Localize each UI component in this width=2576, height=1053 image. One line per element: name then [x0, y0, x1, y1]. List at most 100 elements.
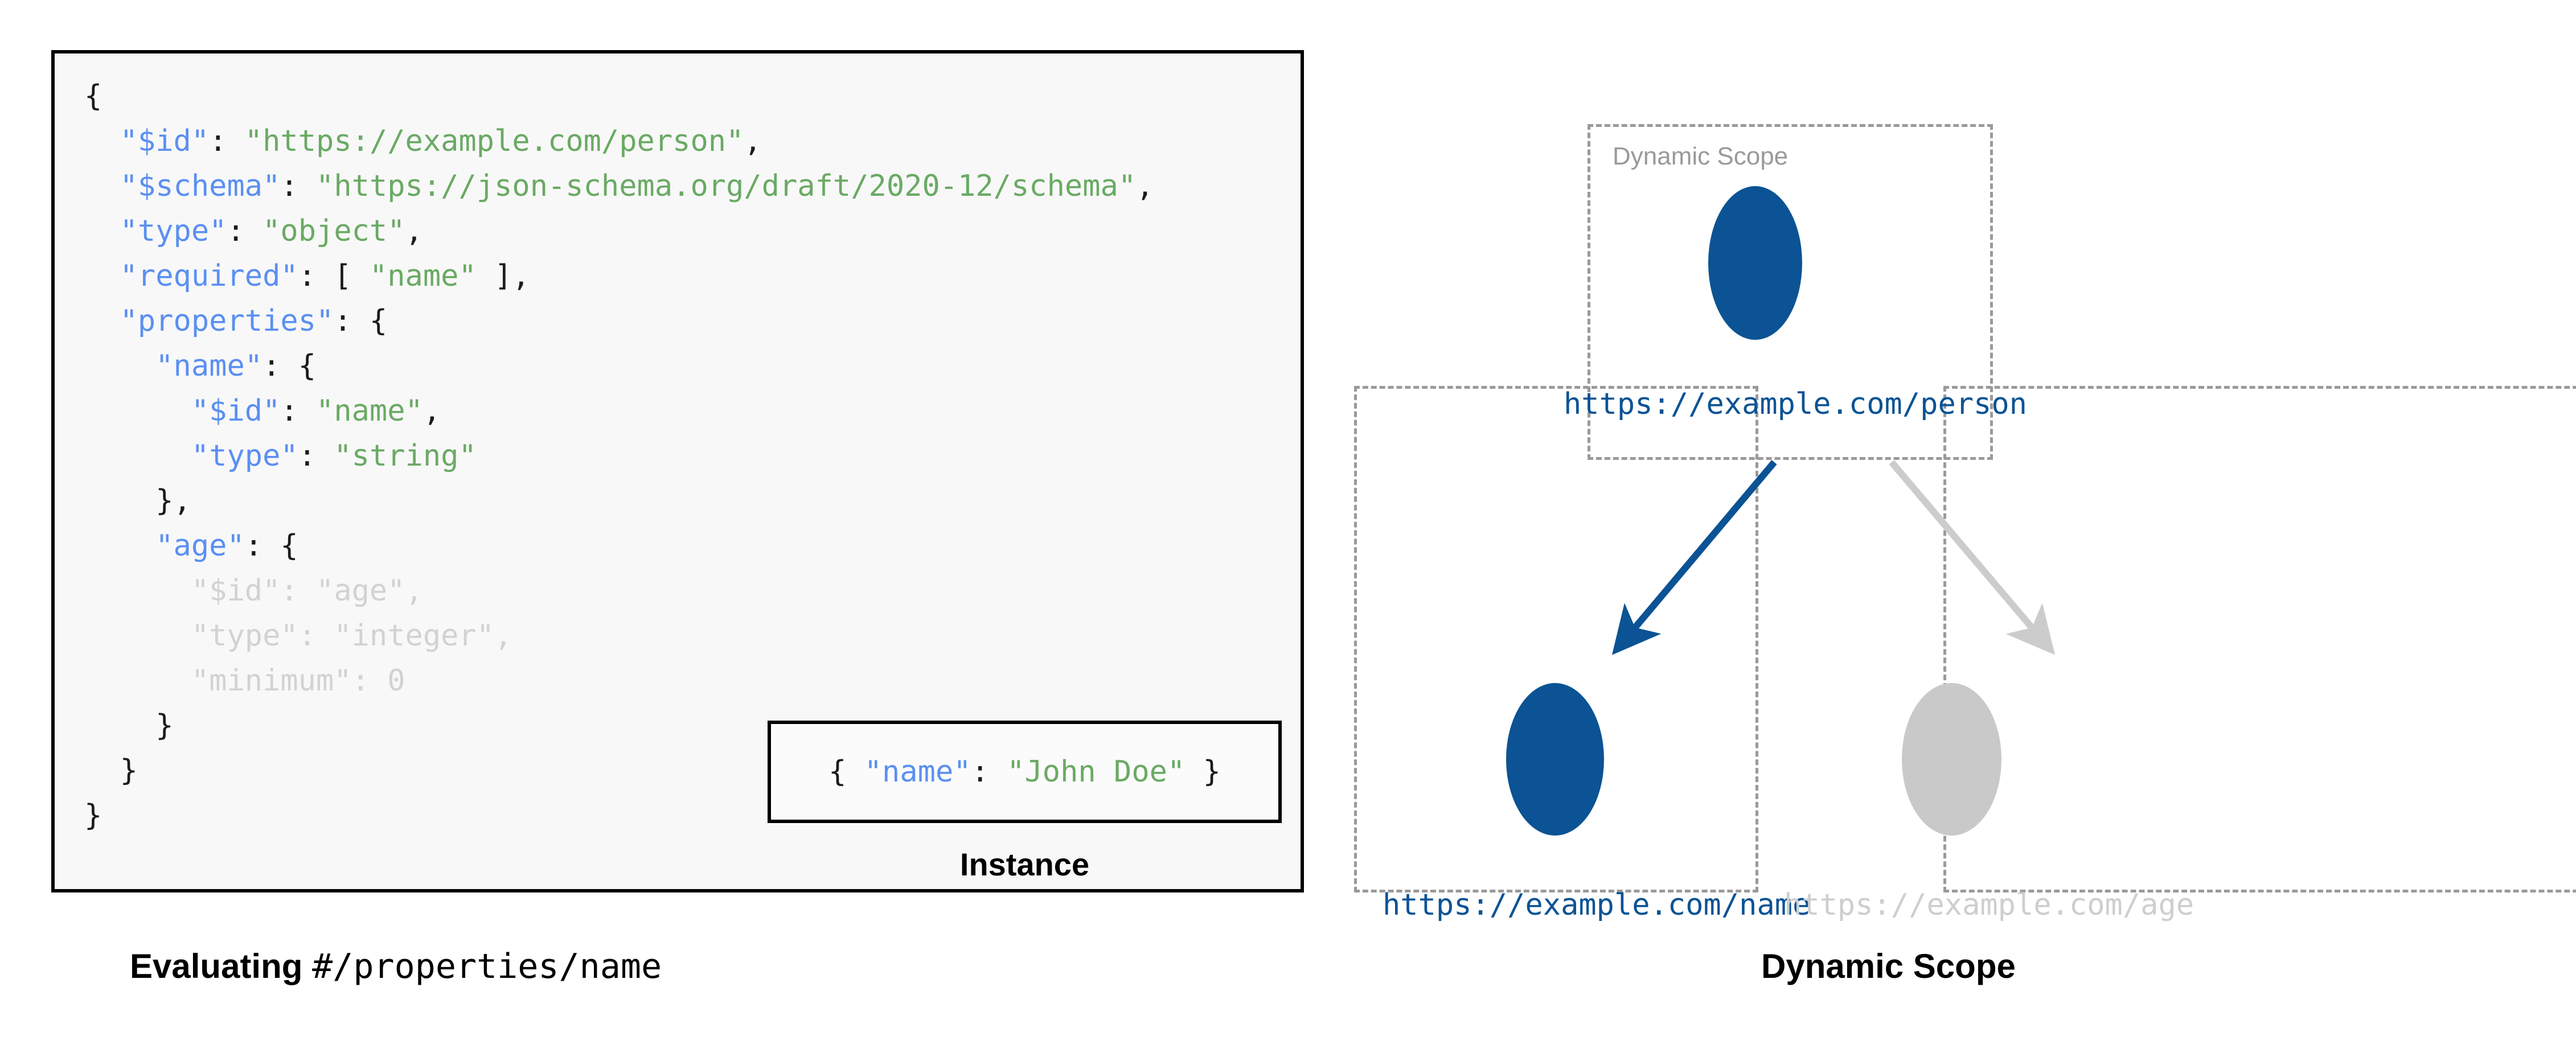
node-person-circle	[1708, 186, 1802, 340]
code-token: "https://example.com/person"	[244, 124, 744, 158]
code-token: "integer"	[334, 619, 495, 653]
code-token	[84, 529, 155, 563]
code-token: "name"	[316, 394, 423, 428]
code-line: "$id": "age",	[84, 569, 1154, 614]
code-line: "$schema": "https://json-schema.org/draf…	[84, 164, 1154, 209]
code-line: "minimum": 0	[84, 659, 1154, 704]
code-line: "age": {	[84, 524, 1154, 569]
code-token: ,	[494, 619, 512, 653]
edge-layer	[1611, 460, 2056, 655]
code-token: :	[227, 214, 263, 248]
code-token	[84, 349, 155, 383]
code-line: "$id": "https://example.com/person",	[84, 119, 1154, 164]
schema-code-box: { "$id": "https://example.com/person", "…	[51, 50, 1304, 892]
edge-person-to-age	[1889, 460, 2056, 655]
code-token: : {	[334, 304, 388, 338]
code-line: "type": "object",	[84, 209, 1154, 254]
code-token: "name"	[155, 349, 263, 383]
code-token: "$id"	[191, 574, 281, 608]
schema-code-listing: { "$id": "https://example.com/person", "…	[84, 74, 1154, 838]
code-token: :	[351, 664, 388, 698]
code-token: :	[209, 124, 245, 158]
code-token: 0	[387, 664, 405, 698]
code-token: ,	[1136, 169, 1154, 203]
code-token: "age"	[155, 529, 245, 563]
code-token: ,	[423, 394, 441, 428]
code-token: "$schema"	[120, 169, 281, 203]
code-token: ,	[405, 574, 423, 608]
code-token: ],	[476, 259, 530, 293]
code-token: "type"	[191, 439, 298, 473]
code-token: }	[84, 799, 102, 833]
code-line: }	[84, 748, 1154, 793]
instance-box: { "name": "John Doe" }	[768, 721, 1282, 823]
code-token: "John Doe"	[1007, 755, 1186, 789]
code-line: "type": "integer",	[84, 614, 1154, 659]
edge-person-to-name	[1611, 460, 1777, 655]
instance-label: Instance	[959, 846, 1090, 882]
code-token: "$id"	[120, 124, 210, 158]
code-token: :	[280, 169, 317, 203]
left-panel-caption: Evaluating #/properties/name	[130, 947, 662, 986]
code-token	[84, 304, 120, 338]
code-token: "type"	[120, 214, 227, 248]
scope-box-root	[1588, 124, 1993, 460]
code-token: "minimum"	[191, 664, 352, 698]
code-line: "required": [ "name" ],	[84, 254, 1154, 299]
node-age-label: https://example.com/age	[1784, 888, 2194, 922]
dynamic-scope-diagram: Dynamic Scope https://example.com/person…	[1310, 102, 2576, 945]
code-token	[84, 664, 191, 698]
code-token: : {	[244, 529, 298, 563]
code-token: "string"	[334, 439, 477, 473]
code-token: }	[84, 754, 138, 788]
code-token: :	[971, 755, 1007, 789]
code-token: :	[298, 439, 334, 473]
code-line: }	[84, 704, 1154, 748]
instance-code: { "name": "John Doe" }	[828, 755, 1221, 789]
code-line: "type": "string"	[84, 434, 1154, 479]
code-token: },	[84, 484, 191, 518]
right-panel-caption: Dynamic Scope	[1761, 947, 2016, 985]
scope-box-name	[1354, 386, 1758, 892]
code-token: "object"	[262, 214, 405, 248]
code-token: "properties"	[120, 304, 334, 338]
node-name-label: https://example.com/name	[1383, 888, 1811, 922]
code-token: "required"	[120, 259, 298, 293]
scope-box-age	[1943, 386, 2576, 892]
code-token: }	[84, 709, 174, 743]
code-token: {	[84, 79, 102, 113]
code-line: "properties": {	[84, 299, 1154, 344]
code-line: "name": {	[84, 344, 1154, 389]
caption-evaluating-text: Evaluating	[130, 947, 313, 985]
code-token: :	[280, 394, 317, 428]
code-token: {	[828, 755, 864, 789]
code-token: :	[298, 619, 334, 653]
code-token	[84, 214, 120, 248]
node-person-label: https://example.com/person	[1564, 387, 2027, 421]
code-line: },	[84, 479, 1154, 524]
code-token: "$id"	[191, 394, 281, 428]
code-token: ,	[405, 214, 423, 248]
code-token	[84, 259, 120, 293]
code-token: :	[280, 574, 317, 608]
code-token	[84, 394, 191, 428]
code-token: "https://json-schema.org/draft/2020-12/s…	[316, 169, 1137, 203]
code-token	[84, 619, 191, 653]
code-token	[84, 124, 120, 158]
schema-panel: { "$id": "https://example.com/person", "…	[51, 50, 1304, 892]
code-token: : [	[298, 259, 370, 293]
code-token	[84, 169, 120, 203]
caption-json-pointer: #/properties/name	[312, 947, 662, 986]
code-token: "name"	[864, 755, 971, 789]
code-token: "name"	[369, 259, 477, 293]
node-age-circle	[1902, 683, 2001, 836]
code-token	[84, 439, 191, 473]
code-line: "$id": "name",	[84, 389, 1154, 434]
code-token: "age"	[316, 574, 405, 608]
code-token: }	[1185, 755, 1221, 789]
code-line: }	[84, 793, 1154, 838]
code-token: "type"	[191, 619, 298, 653]
scope-root-label: Dynamic Scope	[1613, 142, 1789, 170]
code-token: ,	[744, 124, 762, 158]
code-token: : {	[262, 349, 316, 383]
